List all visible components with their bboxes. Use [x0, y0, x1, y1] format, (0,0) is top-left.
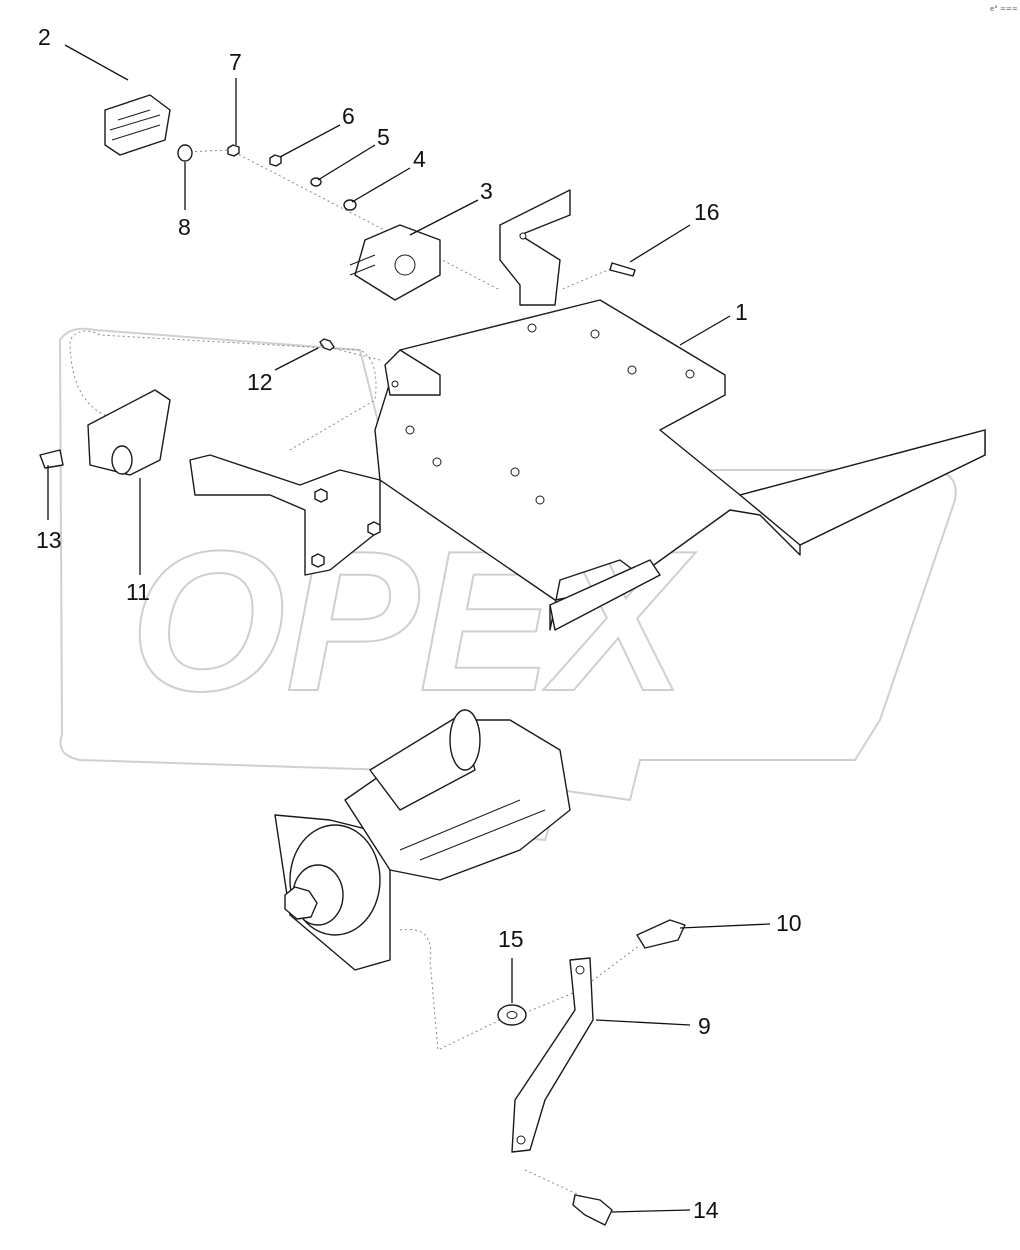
callout-8: 8 [178, 214, 191, 240]
callout-3: 3 [480, 178, 493, 204]
callout-10: 10 [776, 910, 802, 936]
solenoid-relay [349, 224, 441, 301]
callout-6: 6 [342, 103, 355, 129]
callout-16: 16 [694, 199, 720, 225]
callout-labels: 2 7 6 5 4 3 8 16 1 12 13 11 10 15 9 14 [36, 24, 802, 1223]
connector-housing [87, 389, 171, 476]
relay-fasteners [177, 144, 357, 211]
callout-7: 7 [229, 49, 242, 75]
starter-motor [274, 709, 571, 971]
bolt-14 [572, 1194, 613, 1226]
callout-13: 13 [36, 527, 62, 553]
callout-14: 14 [693, 1197, 719, 1223]
retaining-clip [39, 449, 64, 469]
callout-4: 4 [413, 146, 426, 172]
corner-code: e° === [990, 5, 1018, 13]
leader-lines [47, 44, 771, 1213]
washer-15 [497, 1004, 527, 1026]
bolt-16 [609, 262, 636, 277]
mounting-bracket [189, 189, 986, 631]
callout-11: 11 [126, 579, 150, 605]
bolt-10 [636, 919, 686, 949]
callout-2: 2 [38, 24, 51, 50]
callout-15: 15 [498, 926, 524, 952]
ground-strap [511, 957, 594, 1153]
callout-9: 9 [698, 1013, 711, 1039]
callout-5: 5 [377, 124, 390, 150]
callout-12: 12 [247, 369, 273, 395]
callout-1: 1 [735, 299, 748, 325]
relay-cover [104, 94, 171, 156]
screw-12 [319, 338, 335, 351]
